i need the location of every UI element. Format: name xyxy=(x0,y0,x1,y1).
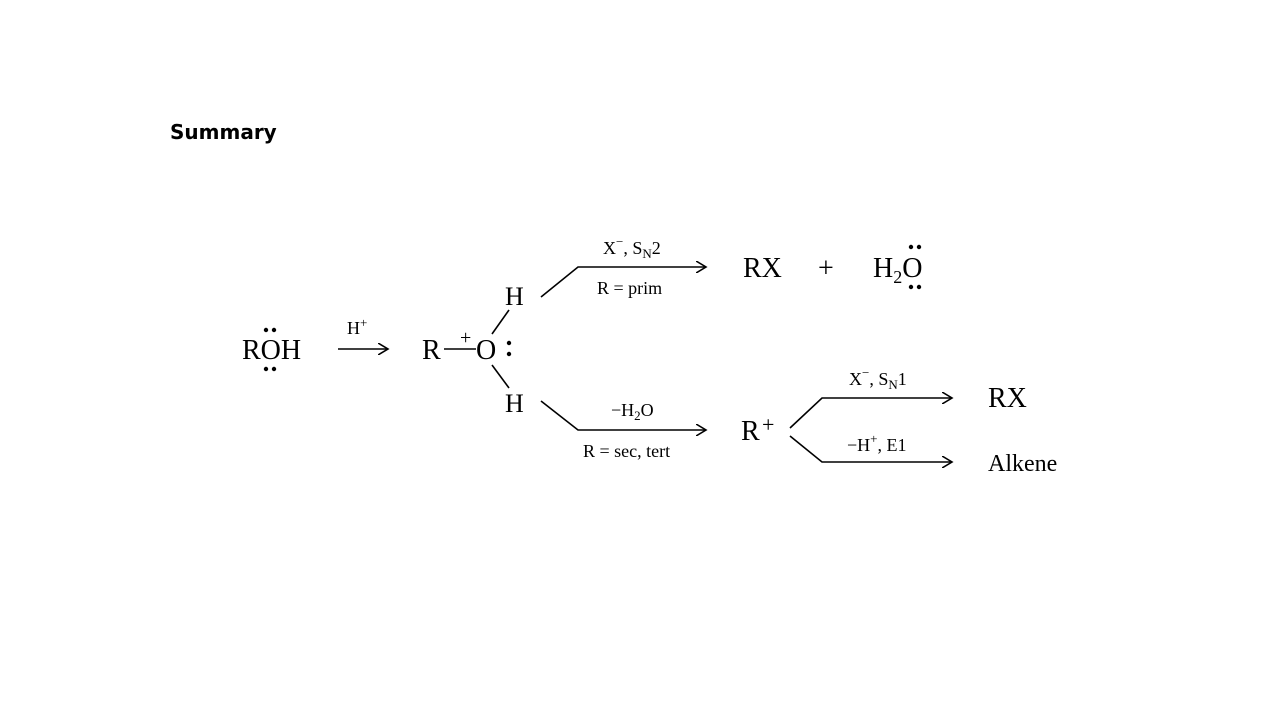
sn2-arrow xyxy=(540,267,706,298)
oxonium-intermediate: R + O H H xyxy=(422,282,524,418)
slide-title: Summary xyxy=(170,120,277,144)
water-loss-pathway: −H2O R = sec, tert R + X−, SN1 RX −H+, E… xyxy=(540,365,1057,477)
sn2-condition: R = prim xyxy=(597,278,662,298)
sn2-product: RX xyxy=(743,253,782,284)
o-h-bond-top xyxy=(491,309,510,335)
step1-reagent: H+ xyxy=(347,315,367,338)
water-loss-condition: R = sec, tert xyxy=(583,441,670,461)
carbocation-charge: + xyxy=(762,412,774,437)
intermediate-h-bottom: H xyxy=(505,389,524,418)
water-lone-pair-top xyxy=(908,244,922,250)
lone-pair-top xyxy=(263,327,277,333)
sn1-reagent: X−, SN1 xyxy=(849,365,907,392)
lone-pair-bottom xyxy=(263,366,277,372)
oxonium-charge: + xyxy=(460,327,471,349)
water-loss-arrow xyxy=(540,400,706,430)
water-lone-pair-bottom xyxy=(908,284,922,290)
water-product: H2O xyxy=(873,244,922,290)
intermediate-o: O xyxy=(476,335,496,366)
carbocation-r: R xyxy=(741,416,760,447)
sn2-pathway: X−, SN2 R = prim RX + H2O xyxy=(540,234,922,298)
intermediate-r: R xyxy=(422,335,441,366)
reactant-roh: ROH xyxy=(242,327,301,372)
water-loss-reagent: −H2O xyxy=(611,400,654,423)
e1-reagent: −H+, E1 xyxy=(847,431,907,455)
reactant-label: ROH xyxy=(242,335,301,366)
oxonium-lone-pair xyxy=(506,340,512,357)
sn1-product: RX xyxy=(988,383,1027,414)
e1-product: Alkene xyxy=(988,451,1057,477)
water-label: H2O xyxy=(873,253,922,287)
e1-arrow xyxy=(789,435,952,462)
o-h-bond-bottom xyxy=(491,364,510,389)
intermediate-h-top: H xyxy=(505,282,524,311)
product-plus: + xyxy=(818,253,834,284)
protonation-step: H+ xyxy=(338,315,388,349)
sn1-arrow xyxy=(789,398,952,429)
sn2-reagent: X−, SN2 xyxy=(603,234,661,261)
